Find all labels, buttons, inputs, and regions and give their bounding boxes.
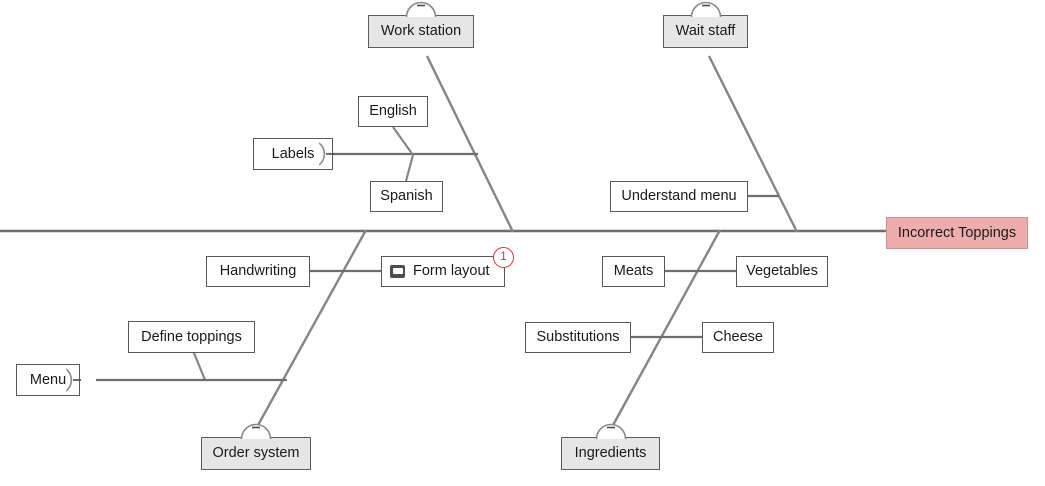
category-label-wait-staff: Wait staff <box>675 23 736 40</box>
collapse-handle-ingredients[interactable] <box>594 412 628 439</box>
bone-order-system <box>255 229 368 428</box>
cause-node-labels[interactable]: Labels <box>253 138 334 170</box>
cause-label-meats: Meats <box>613 263 654 280</box>
cause-label-define-toppings: Define toppings <box>141 328 242 345</box>
cause-node-meats[interactable]: Meats <box>602 256 665 287</box>
cause-node-menu[interactable]: Menu <box>16 364 81 396</box>
category-label-order-system: Order system <box>212 445 300 462</box>
cause-node-define-toppings[interactable]: Define toppings <box>128 321 255 353</box>
cause-label-spanish: Spanish <box>380 188 433 205</box>
collapse-handle-menu[interactable] <box>66 367 92 393</box>
cause-label-cheese: Cheese <box>713 329 763 346</box>
category-node-wait-staff[interactable]: Wait staff <box>663 1 748 48</box>
cause-node-spanish[interactable]: Spanish <box>370 181 443 212</box>
comment-count-badge[interactable]: 1 <box>493 247 514 268</box>
collapse-handle-work-station[interactable] <box>404 0 438 17</box>
cause-node-understand-menu[interactable]: Understand menu <box>610 181 748 212</box>
cause-label-substitutions: Substitutions <box>536 329 620 346</box>
category-node-work-station[interactable]: Work station <box>368 1 474 48</box>
cause-node-vegetables[interactable]: Vegetables <box>736 256 828 287</box>
cause-node-form-layout[interactable]: Form layout 1 <box>381 247 514 287</box>
cause-label-understand-menu: Understand menu <box>621 188 737 205</box>
cause-label-labels: Labels <box>271 145 315 162</box>
collapse-handle-wait-staff[interactable] <box>689 0 723 17</box>
category-label-work-station: Work station <box>380 23 462 40</box>
cause-label-form-layout: Form layout <box>413 263 490 280</box>
bone-wait-staff <box>707 55 799 233</box>
category-node-order-system[interactable]: Order system <box>201 423 311 470</box>
cause-node-substitutions[interactable]: Substitutions <box>525 322 631 353</box>
collapse-handle-order-system[interactable] <box>239 412 273 439</box>
connector-define-toppings <box>190 347 207 381</box>
connector-spanish <box>404 154 415 182</box>
category-node-ingredients[interactable]: Ingredients <box>561 423 660 470</box>
cause-label-menu: Menu <box>29 371 67 388</box>
cause-label-english: English <box>369 103 417 120</box>
problem-statement-label: Incorrect Toppings <box>897 224 1017 241</box>
bone-ingredients <box>610 229 722 428</box>
bone-work-station <box>425 55 515 233</box>
cause-node-handwriting[interactable]: Handwriting <box>206 256 310 287</box>
category-label-ingredients: Ingredients <box>574 445 647 462</box>
cause-label-handwriting: Handwriting <box>219 263 297 280</box>
cause-node-cheese[interactable]: Cheese <box>702 322 774 353</box>
problem-statement-node[interactable]: Incorrect Toppings <box>886 217 1028 249</box>
collapse-handle-labels[interactable] <box>319 141 345 167</box>
cause-node-english[interactable]: English <box>358 96 428 127</box>
note-icon <box>390 265 405 278</box>
connector-english <box>392 126 414 156</box>
cause-label-vegetables: Vegetables <box>746 263 818 280</box>
